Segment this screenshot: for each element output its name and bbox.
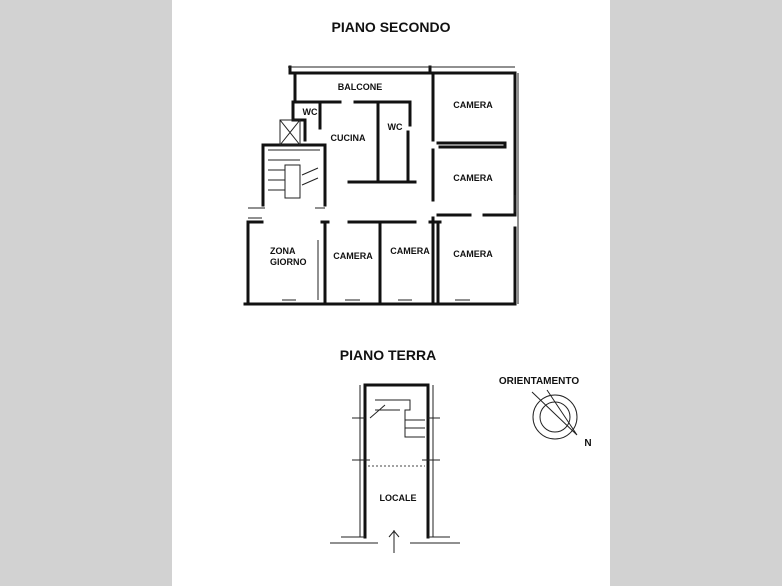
room-label-locale: LOCALE [380,493,417,503]
compass-icon [531,389,578,440]
room-label-giorno: GIORNO [270,257,307,267]
ground-floor-plan [330,383,460,553]
room-label-camera: CAMERA [453,100,493,110]
room-label-camera: CAMERA [390,246,430,256]
room-label-cucina: CUCINA [331,133,366,143]
second-floor-plan [243,65,519,306]
north-label: N [584,438,591,449]
ground-floor-title: PIANO TERRA [340,347,436,363]
room-label-zona: ZONA [270,246,296,256]
room-label-wc: WC [303,107,318,117]
room-label-camera: CAMERA [333,251,373,261]
room-label-camera: CAMERA [453,249,493,259]
floor-plan-sheet [172,0,610,586]
orientation-label: ORIENTAMENTO [499,376,579,387]
second-floor-title: PIANO SECONDO [331,19,450,35]
room-label-wc: WC [388,122,403,132]
room-label-balcone: BALCONE [338,82,383,92]
room-label-camera: CAMERA [453,173,493,183]
